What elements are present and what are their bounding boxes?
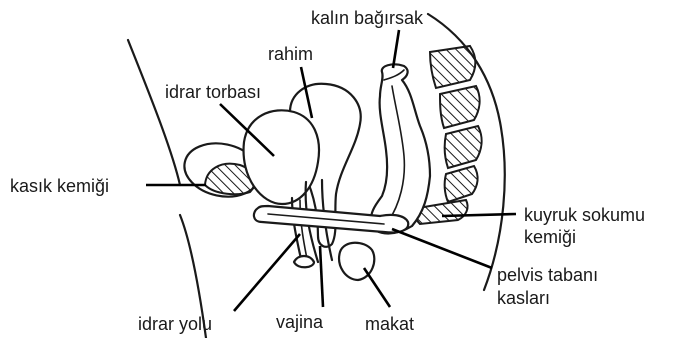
label-large-intestine: kalın bağırsak	[311, 8, 424, 28]
label-pubic-bone: kasık kemiği	[10, 176, 109, 196]
label-anus: makat	[365, 314, 414, 334]
label-coccyx-line2: kemiği	[524, 227, 576, 247]
label-vagina: vajina	[276, 312, 324, 332]
urethral-opening	[294, 256, 314, 267]
bladder	[244, 110, 319, 204]
label-pelvic-floor-line2: kasları	[497, 288, 550, 308]
label-pelvic-floor-line1: pelvis tabanı	[497, 265, 598, 285]
large-intestine	[371, 64, 430, 233]
label-urethra: idrar yolu	[138, 314, 212, 334]
label-coccyx-line1: kuyruk sokumu	[524, 205, 645, 225]
label-bladder: idrar torbası	[165, 82, 261, 102]
label-uterus: rahim	[268, 44, 313, 64]
